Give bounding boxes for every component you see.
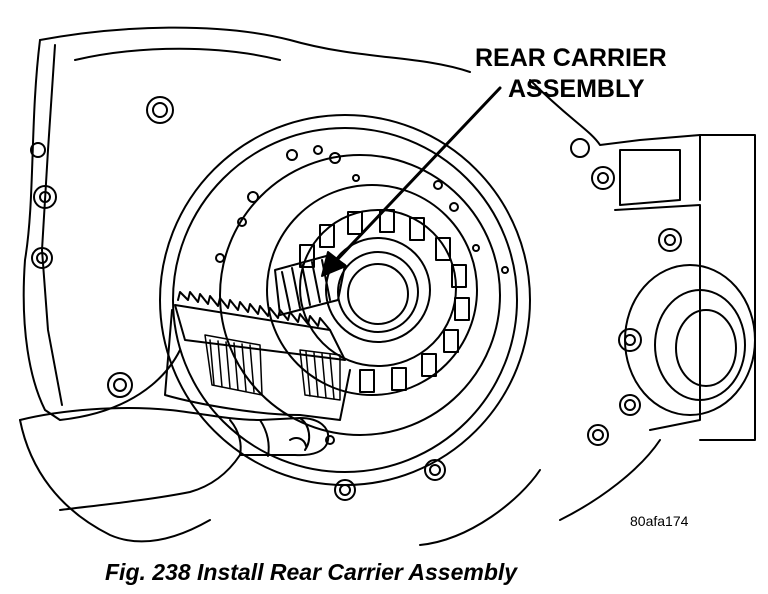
callout-label-line1: REAR CARRIER — [475, 44, 667, 72]
rear-carrier-gear — [164, 254, 351, 421]
planet-gear-shading — [204, 334, 341, 401]
output-housing — [624, 264, 756, 416]
clutch-housing — [159, 114, 531, 486]
transmission-case — [19, 26, 756, 546]
callout-leader-arrow — [321, 86, 502, 277]
case-bolts — [30, 96, 682, 501]
housing-holes — [215, 145, 509, 445]
clutch-lugs — [299, 209, 470, 393]
figure-caption: Fig. 238 Install Rear Carrier Assembly — [105, 559, 518, 585]
callout-label-line2: ASSEMBLY — [508, 75, 645, 103]
figure-code: 80afa174 — [630, 513, 689, 529]
hand — [19, 407, 330, 511]
